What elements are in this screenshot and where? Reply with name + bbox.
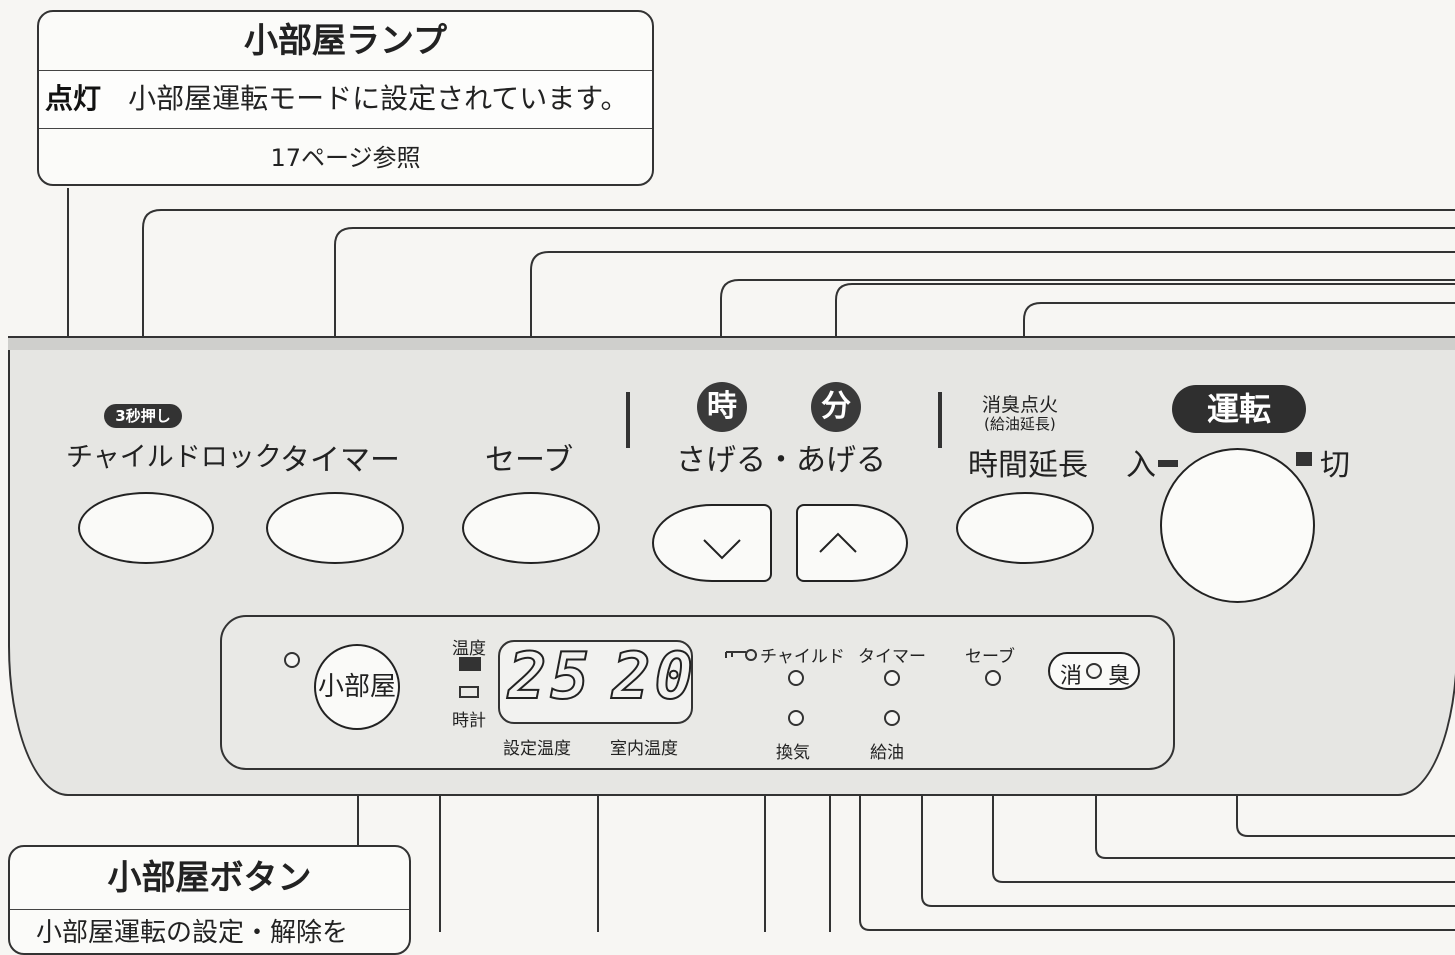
chevron-up-icon	[819, 532, 857, 553]
lamp-description: 小部屋運転モードに設定されています。	[128, 82, 629, 115]
set-temp-value: 25	[507, 639, 594, 715]
extension-top-label: 消臭点火	[982, 394, 1059, 416]
refuel-lamp	[884, 710, 900, 726]
temp-indicator-icon	[459, 657, 481, 671]
deodorize-button[interactable]: 消 臭	[1048, 652, 1140, 690]
page-reference: 17ページ参照	[270, 144, 421, 172]
hour-badge: 時	[697, 382, 747, 432]
timer-label: タイマー	[280, 443, 400, 478]
down-button[interactable]	[652, 504, 772, 582]
kobeya-button[interactable]: 小部屋	[314, 644, 400, 730]
down-up-label: さげる・あげる	[676, 443, 886, 478]
clock-indicator-icon	[459, 686, 479, 698]
callout-description: 小部屋運転の設定・解除を	[36, 918, 349, 948]
deodorize-left-label: 消	[1060, 664, 1083, 689]
save-button[interactable]	[462, 492, 600, 564]
extension-note: (給油延長)	[984, 415, 1056, 433]
off-label: 切	[1320, 448, 1350, 483]
chevron-down-icon	[703, 539, 741, 560]
lamp-status: 点灯	[45, 82, 102, 115]
room-temp-label: 室内温度	[610, 739, 678, 759]
on-mark-icon	[1158, 460, 1178, 467]
three-second-hint: 3秒押し	[104, 404, 182, 428]
kobeya-lamp	[284, 652, 300, 668]
save-label: セーブ	[485, 443, 574, 478]
callout-kobeya-button: 小部屋ボタン 小部屋運転の設定・解除を	[8, 845, 411, 955]
run-badge: 運転	[1172, 385, 1306, 433]
ventilation-label: 換気	[776, 743, 810, 763]
clock-label: 時計	[452, 711, 486, 731]
separator-left	[626, 392, 630, 448]
timer-indicator-label: タイマー	[858, 647, 926, 667]
timer-lamp	[884, 670, 900, 686]
panel-top-edge	[8, 336, 1455, 350]
key-icon	[725, 649, 757, 661]
callout-title: 小部屋ボタン	[107, 858, 312, 898]
deodorize-lamp	[1086, 663, 1102, 679]
set-temp-label: 設定温度	[503, 739, 571, 759]
extension-button[interactable]	[956, 492, 1094, 564]
child-lock-button[interactable]	[78, 492, 214, 564]
room-temp-value: 20	[611, 639, 698, 715]
lcd-display	[498, 640, 693, 724]
deodorize-right-label: 臭	[1108, 664, 1131, 689]
child-lock-label: チャイルドロック	[66, 442, 282, 473]
timer-button[interactable]	[266, 492, 404, 564]
save-indicator-label: セーブ	[965, 647, 1015, 667]
callout-kobeya-lamp: 小部屋ランプ 点灯 小部屋運転モードに設定されています。 17ページ参照	[37, 10, 654, 186]
temp-label: 温度	[452, 639, 486, 659]
minute-badge: 分	[811, 382, 861, 432]
refuel-label: 給油	[870, 743, 904, 763]
save-lamp	[985, 670, 1001, 686]
on-label: 入	[1126, 448, 1156, 483]
off-mark-icon	[1296, 452, 1312, 466]
callout-title: 小部屋ランプ	[244, 21, 447, 61]
ventilation-lamp	[788, 710, 804, 726]
run-dial[interactable]	[1160, 448, 1315, 603]
up-button[interactable]	[796, 504, 908, 582]
child-lamp	[788, 670, 804, 686]
separator-right	[938, 392, 942, 448]
extension-label: 時間延長	[968, 448, 1088, 483]
child-indicator-label: チャイルド	[760, 647, 845, 667]
